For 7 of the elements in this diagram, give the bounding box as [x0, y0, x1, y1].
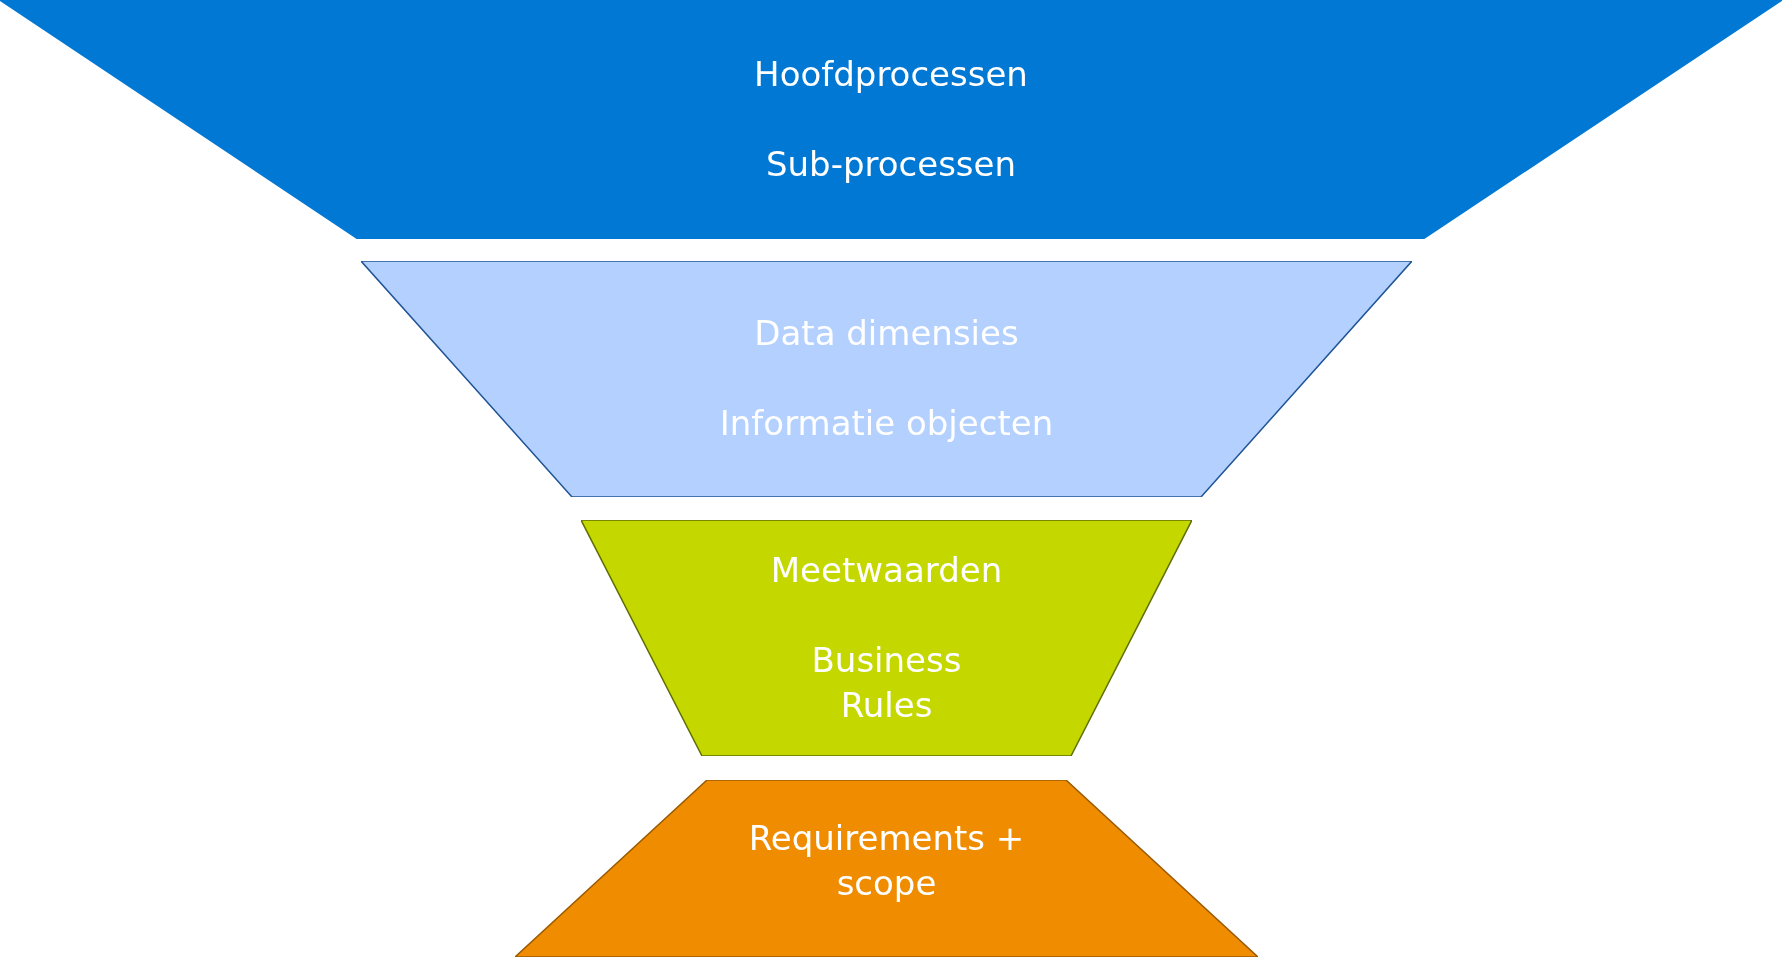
section-label: Data dimensies: [754, 312, 1019, 355]
section-label: Business Rules: [810, 639, 963, 727]
section-label: Sub-processen: [765, 143, 1017, 186]
section-label: Informatie objecten: [719, 402, 1054, 445]
section-label: Meetwaarden: [770, 549, 1003, 592]
section-label: Requirements + scope: [747, 817, 1026, 905]
section-label: Hoofdprocessen: [754, 53, 1028, 96]
